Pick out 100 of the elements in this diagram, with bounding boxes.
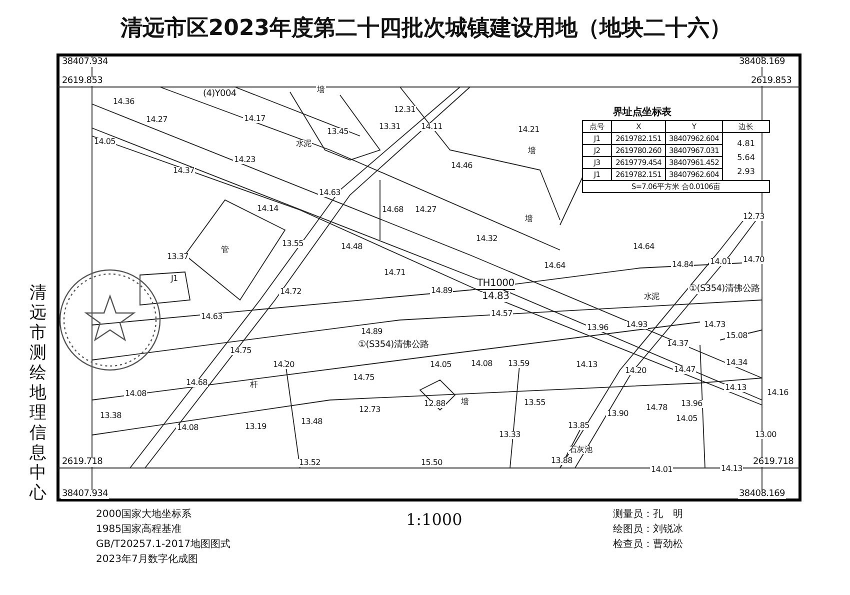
corner-coordinate: 38408.169 <box>738 58 786 67</box>
elevation-label: 14.08 <box>470 360 494 368</box>
elevation-label: 14.48 <box>340 243 364 251</box>
elevation-label: 14.08 <box>176 424 200 432</box>
elevation-label: 13.38 <box>99 412 122 420</box>
table-title: 界址点坐标表 <box>612 108 672 118</box>
elevation-label: 14.75 <box>352 374 376 382</box>
elevation-label: 13.85 <box>567 422 590 430</box>
feature-label: 墙 <box>460 398 470 406</box>
corner-coordinate: 2619.853 <box>61 77 104 86</box>
vertical-organization-text: 清远市测绘地理信息中心 <box>28 283 48 503</box>
elevation-label: 14.34 <box>725 359 748 367</box>
elevation-label: 13.45 <box>326 128 350 136</box>
feature-label: 墙 <box>527 147 537 155</box>
elevation-label: 13.96 <box>680 400 704 408</box>
elevation-label: 14.84 <box>671 261 694 269</box>
elevation-label: 14.05 <box>429 361 452 369</box>
elevation-label: 14.20 <box>272 361 296 369</box>
elevation-label: 13.88 <box>550 457 574 465</box>
elevation-label: 14.78 <box>645 404 668 412</box>
surface-label: 水泥 <box>643 293 660 301</box>
corner-coordinate: 38408.169 <box>738 490 786 499</box>
elevation-label: 13.55 <box>523 399 546 407</box>
table-cell-text: 4.81 <box>736 138 756 150</box>
road-name: ①(S354)清佛公路 <box>357 341 430 350</box>
elevation-label: 14.01 <box>709 258 732 266</box>
elevation-label: 13.00 <box>754 431 778 439</box>
map-note: GB/T20257.1-2017地图图式 <box>95 540 232 550</box>
elevation-label: 12.88 <box>423 400 446 408</box>
elevation-label: 13.52 <box>298 459 322 467</box>
corner-coordinate: 2619.718 <box>61 458 104 467</box>
elevation-label: 14.13 <box>724 384 748 392</box>
elevation-label: 15.08 <box>725 332 748 340</box>
staff-credit: 绘图员：刘锐冰 <box>612 525 684 535</box>
elevation-label: 13.96 <box>586 324 610 332</box>
elevation-label: 14.47 <box>673 366 696 374</box>
elevation-label: 15.50 <box>420 459 444 467</box>
elevation-label: 14.37 <box>666 340 690 348</box>
elevation-label: 14.32 <box>475 235 498 243</box>
elevation-label: 14.05 <box>93 138 116 146</box>
corner-coordinate: 2619.718 <box>752 458 795 467</box>
map-note: 2000国家大地坐标系 <box>95 510 192 520</box>
elevation-label: 14.36 <box>112 98 136 106</box>
elevation-label: 14.83 <box>481 292 510 302</box>
staff-credit: 检查员：曹劲松 <box>612 540 684 550</box>
staff-credit: 测量员：孔 明 <box>612 510 684 520</box>
elevation-label: 14.71 <box>383 269 406 277</box>
elevation-label: 14.11 <box>420 123 444 131</box>
elevation-label: 13.33 <box>498 431 522 439</box>
elevation-label: 14.46 <box>450 162 474 170</box>
elevation-label: 14.64 <box>632 243 656 251</box>
elevation-label: 14.93 <box>625 321 648 329</box>
feature-label: 石灰池 <box>568 446 594 454</box>
elevation-label: 14.72 <box>279 288 302 296</box>
elevation-label: 14.27 <box>414 206 438 214</box>
elevation-label: 14.75 <box>229 347 252 355</box>
corner-coordinate: 2619.853 <box>750 77 793 86</box>
elevation-label: 13.90 <box>606 410 630 418</box>
elevation-label: 14.57 <box>490 310 514 318</box>
table-cell-text: 2.93 <box>736 166 756 178</box>
elevation-label: 14.68 <box>381 206 404 214</box>
elevation-label: 14.14 <box>256 205 280 213</box>
elevation-label: 14.21 <box>517 126 540 134</box>
corner-coordinate: 38407.934 <box>61 490 109 499</box>
elevation-label: 13.31 <box>378 123 402 131</box>
elevation-label: 14.70 <box>742 256 766 264</box>
elevation-label: 14.13 <box>720 465 744 473</box>
elevation-label: 14.89 <box>430 287 454 295</box>
elevation-label: 14.37 <box>172 167 196 175</box>
elevation-label: 14.27 <box>145 116 168 124</box>
elevation-label: 12.73 <box>358 406 382 414</box>
elevation-label: 14.68 <box>185 379 208 387</box>
map-scale: 1:1000 <box>405 512 464 528</box>
elevation-label: 14.73 <box>703 321 726 329</box>
elevation-label: 13.48 <box>300 418 324 426</box>
elevation-label: 14.89 <box>360 328 384 336</box>
elevation-label: 14.63 <box>318 189 342 197</box>
elevation-label: 14.16 <box>766 389 790 397</box>
feature-label: 墙 <box>316 86 326 94</box>
boundary-point-label: J1 <box>170 275 179 283</box>
elevation-label: 14.23 <box>233 156 256 164</box>
map-note: 1985国家高程基准 <box>95 525 182 535</box>
elevation-label: 12.73 <box>742 213 766 221</box>
table-cell-text: 5.64 <box>736 152 756 164</box>
map-note: 2023年7月数字化成图 <box>95 555 199 565</box>
feature-label: 墙 <box>524 215 534 223</box>
elevation-label: 13.59 <box>507 360 530 368</box>
elevation-label: 14.20 <box>624 367 648 375</box>
elevation-label: 14.64 <box>543 262 566 270</box>
elevation-label: 14.08 <box>124 390 148 398</box>
feature-label: 杆 <box>249 381 259 389</box>
elevation-label: 14.01 <box>650 466 674 474</box>
elevation-label: 13.55 <box>281 240 304 248</box>
elevation-label: 14.17 <box>243 115 266 123</box>
elevation-label: 13.19 <box>244 423 268 431</box>
feature-label: 管 <box>220 246 230 254</box>
road-name: ①(S354)清佛公路 <box>688 285 761 294</box>
control-point-label: TH1000 <box>476 279 516 290</box>
elevation-label: 12.31 <box>393 106 416 114</box>
elevation-label: 13.37 <box>166 253 190 261</box>
